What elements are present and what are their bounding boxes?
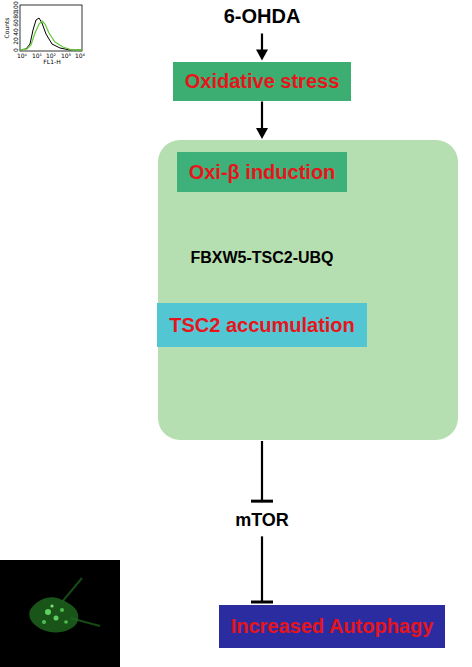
axis-label: FL1-H (43, 59, 60, 65)
source-label: 6-OHDA (221, 2, 304, 31)
target-label: mTOR (232, 507, 292, 534)
node-text: mTOR (235, 510, 289, 531)
node-text: Oxi-β induction (189, 161, 336, 184)
axis-label: 0 (13, 48, 19, 52)
axis-label: 10⁴ (75, 53, 85, 59)
node-text: Increased Autophagy (231, 615, 434, 638)
connector (251, 536, 273, 602)
connector (256, 34, 268, 61)
outcome-box: Increased Autophagy (219, 605, 446, 648)
axis-label: 40 (13, 28, 19, 36)
connector (256, 102, 268, 140)
process-box: Oxidative stress (173, 62, 352, 101)
axis-label: 10¹ (32, 53, 42, 59)
axis-label: 10⁰ (17, 53, 27, 59)
axis-label: 100 (13, 1, 19, 12)
node-text: 6-OHDA (224, 5, 301, 28)
axis-label: 60 (13, 19, 19, 27)
complex-label: FBXW5-TSC2-UBQ (187, 246, 336, 270)
fluorescence-micrograph (0, 560, 120, 667)
process-box: TSC2 accumulation (157, 303, 367, 347)
connector (251, 441, 273, 501)
process-box: Oxi-β induction (177, 152, 348, 192)
group-region: Oxi-β inductionFBXW5-TSC2-UBQ TSC2 accumu… (158, 140, 458, 440)
node-text: FBXW5-TSC2-UBQ (190, 249, 333, 267)
axis-label: Counts (4, 18, 10, 39)
node-text: TSC2 accumulation (169, 314, 355, 337)
node-text: Oxidative stress (185, 70, 340, 93)
axis-label: 10³ (61, 53, 71, 59)
axis-label: 20 (13, 37, 19, 45)
